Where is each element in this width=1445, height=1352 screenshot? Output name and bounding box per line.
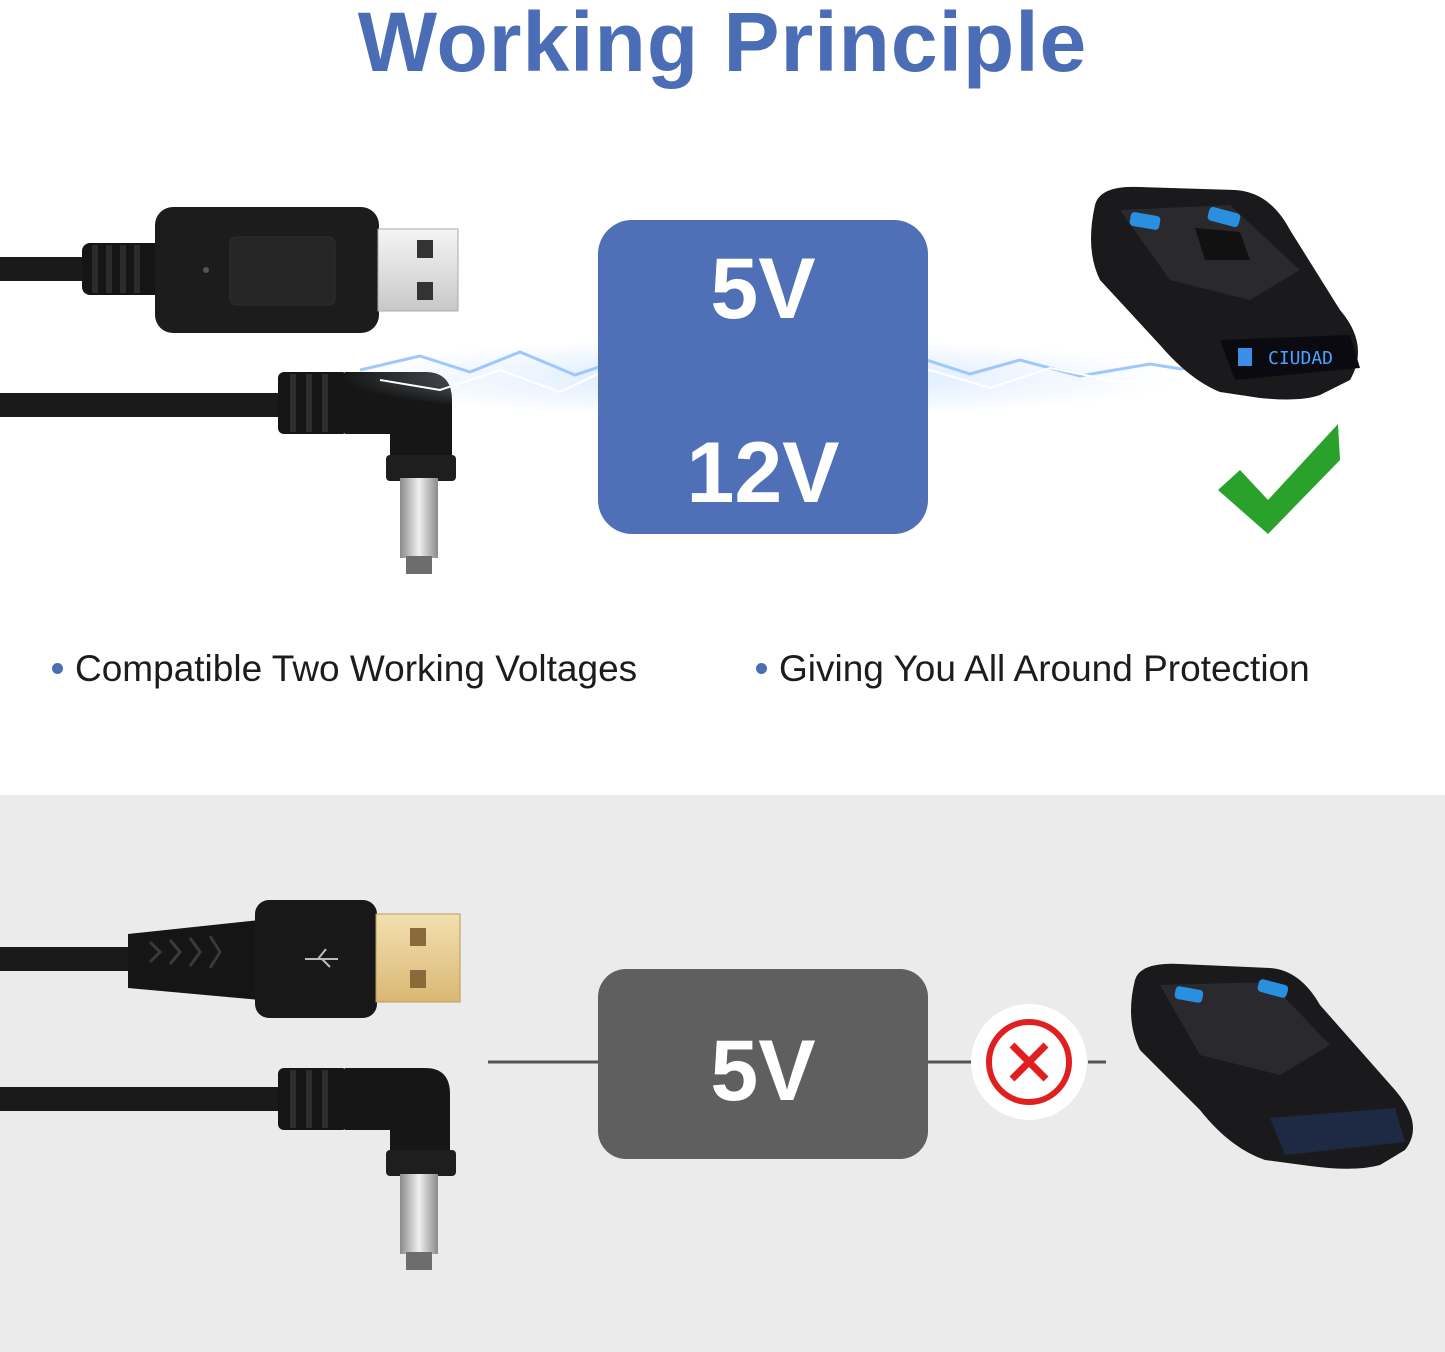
bullet-item-1: Compatible Two Working Voltages — [52, 648, 637, 690]
dc-cable-bottom — [0, 1068, 456, 1270]
page-title: Working Principle — [357, 0, 1088, 89]
usb-cable-bottom — [0, 900, 461, 1018]
bullet-dot-icon — [52, 662, 63, 674]
usb-cable-top — [0, 207, 459, 333]
bullet-text-1: Compatible Two Working Voltages — [75, 648, 638, 689]
checkmark-icon — [1218, 424, 1340, 534]
voltage-label-12v: 12V — [686, 425, 840, 521]
radar-detector-bottom — [1131, 963, 1413, 1169]
bullet-item-2: Giving You All Around Protection — [756, 648, 1310, 690]
voltage-label-5v: 5V — [710, 241, 816, 337]
voltage-box-bottom — [598, 969, 928, 1159]
voltage-label-bottom-5v: 5V — [710, 1023, 816, 1119]
voltage-box-top — [598, 220, 928, 534]
bullet-dot-icon — [756, 662, 767, 674]
radar-detector-top: CIUDAD — [1091, 186, 1360, 400]
usb-symbol-icon — [305, 948, 338, 968]
dc-cable-top — [0, 372, 456, 574]
cross-icon — [971, 1004, 1087, 1120]
bullet-text-2: Giving You All Around Protection — [779, 648, 1310, 689]
device-display-text: CIUDAD — [1268, 348, 1333, 369]
